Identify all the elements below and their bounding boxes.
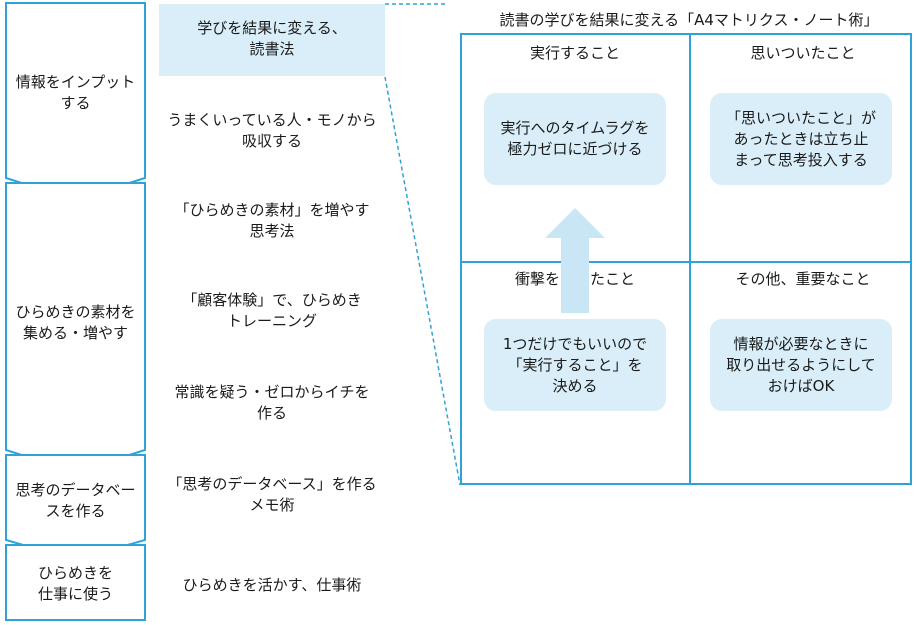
matrix-divider-vertical <box>689 35 691 483</box>
quadrant-title-execute: 実行すること <box>529 44 620 62</box>
stage-label-input: 情報をインプット する <box>15 73 136 112</box>
method-absorb: うまくいっている人・モノから 吸収する <box>167 111 377 150</box>
matrix-divider-horizontal <box>462 261 910 263</box>
note-execute: 実行へのタイムラグを 極力ゼロに近づける <box>484 93 666 185</box>
a4-matrix: 実行すること 思いついたこと 衝撃を受けたこと その他、重要なこと 実行へのタイ… <box>460 33 912 485</box>
stage-box-use <box>5 544 146 621</box>
method-memo: 「思考のデータベース」を作る メモ術 <box>167 475 377 514</box>
method-customer: 「顧客体験」で、ひらめき トレーニング <box>182 291 362 330</box>
method-reading: 学びを結果に変える、 読書法 <box>159 4 385 76</box>
stage-label-collect: ひらめきの素材を 集める・増やす <box>15 303 136 342</box>
stage-label-database: 思考のデータベー スを作る <box>15 481 136 520</box>
method-material: 「ひらめきの素材」を増やす 思考法 <box>174 201 370 240</box>
note-impact: 1つだけでもいいので 「実行すること」を 決める <box>484 319 666 411</box>
note-other: 情報が必要なときに 取り出せるようにして おけばOK <box>710 319 892 411</box>
up-arrow-icon <box>545 208 605 313</box>
note-ideas: 「思いついたこと」が あったときは立ち止 まって思考投入する <box>710 93 892 185</box>
stage-label-use: ひらめきを 仕事に使う <box>37 564 113 603</box>
stage-chevrons <box>5 2 146 621</box>
quadrant-title-other: その他、重要なこと <box>735 270 871 288</box>
method-work: ひらめきを活かす、仕事術 <box>182 576 362 594</box>
matrix-title: 読書の学びを結果に変える「A4マトリクス・ノート術」 <box>499 11 879 29</box>
method-zero-to-one: 常識を疑う・ゼロからイチを 作る <box>174 383 370 422</box>
quadrant-title-ideas: 思いついたこと <box>750 44 856 62</box>
